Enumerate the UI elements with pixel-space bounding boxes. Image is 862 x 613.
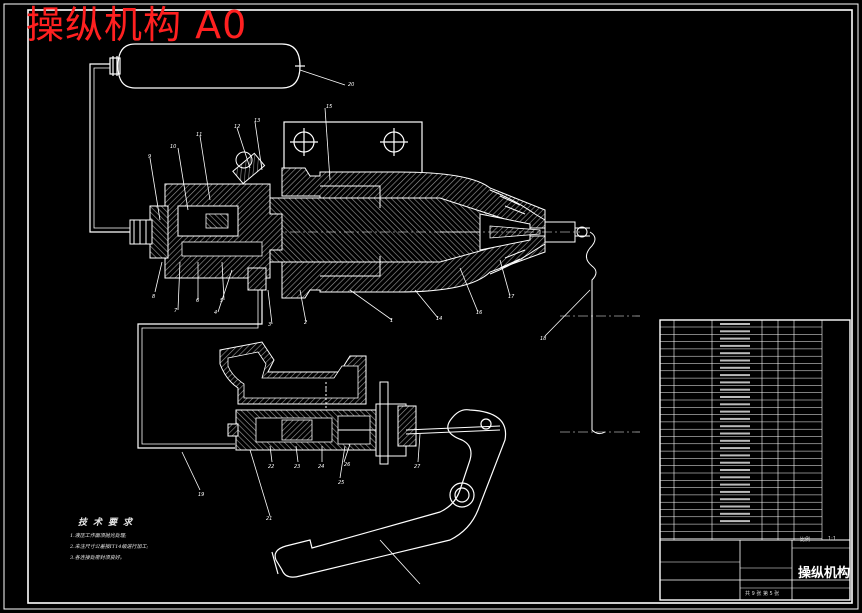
bom-text-glyph	[720, 330, 750, 333]
callout-number: 16	[476, 310, 482, 316]
callout-number: 20	[348, 82, 354, 88]
callout-number: 1	[390, 318, 393, 324]
drawing-title-banner: 操纵机构 A0	[26, 3, 248, 47]
callout-number: 2	[304, 320, 307, 326]
bom-text-glyph	[720, 417, 750, 420]
bom-text-glyph	[720, 512, 750, 515]
callout-number: 25	[338, 480, 344, 486]
scale-label: 比例	[800, 537, 811, 543]
sheet-info: 共 9 张 第 5 张	[745, 591, 780, 597]
callout-number: 24	[318, 464, 324, 470]
bom-text-glyph	[720, 359, 750, 362]
bom-text-glyph	[720, 388, 750, 391]
scale-value: 1:1	[828, 536, 837, 542]
callout-number: 23	[294, 464, 300, 470]
callout-number: 22	[268, 464, 274, 470]
outer-border	[3, 3, 859, 610]
bom-text-glyph	[720, 337, 750, 340]
bom-text-glyph	[720, 469, 750, 471]
bom-text-glyph	[720, 490, 750, 493]
bom-text-glyph	[720, 403, 750, 406]
bom-rows	[660, 326, 822, 539]
air-tank	[109, 43, 305, 89]
callout-number: 6	[196, 298, 199, 304]
bom-text-glyph	[720, 439, 750, 442]
callout-number: 5	[220, 298, 223, 304]
tech-req-heading: 技术要求	[78, 518, 139, 528]
bom-text-glyph	[720, 323, 750, 325]
bom-text-glyph	[720, 344, 750, 347]
inner-border	[27, 9, 853, 604]
callout-number: 27	[414, 464, 421, 470]
callout-number: 10	[170, 144, 176, 150]
bom-text	[720, 323, 750, 523]
bom-text-glyph	[720, 366, 750, 369]
technical-requirements: 技术要求 1.液压工作面须抛光处理; 2.未注尺寸公差按IT14级进行加工; 3…	[70, 515, 148, 561]
air-pipe	[89, 63, 130, 233]
fork-rod	[489, 189, 590, 275]
bom-text-glyph	[720, 352, 750, 355]
callout-number: 7	[174, 308, 178, 314]
tech-req-line-2: 2.未注尺寸公差按IT14级进行加工;	[70, 544, 149, 550]
bom-text-glyph	[720, 425, 750, 428]
callout-number: 3	[268, 322, 271, 328]
callout-number: 8	[152, 294, 155, 300]
callout-number: 12	[234, 124, 240, 130]
drawing-name: 操纵机构	[798, 566, 851, 581]
callout-number: 14	[436, 316, 442, 322]
callout-number: 4	[214, 310, 217, 316]
hydraulic-pipe-inner	[141, 290, 259, 445]
air-pipe-inner	[93, 67, 130, 229]
bom-text-glyph	[720, 447, 750, 450]
booster-section	[128, 167, 580, 299]
callout-number: 17	[508, 294, 515, 300]
bom-text-glyph	[720, 505, 750, 508]
title-block	[659, 319, 851, 601]
callout-number: 15	[326, 104, 332, 110]
bom-text-glyph	[720, 432, 750, 435]
callout-number: 26	[344, 462, 350, 468]
tech-req-line-1: 1.液压工作面须抛光处理;	[70, 533, 127, 539]
bom-text-glyph	[720, 396, 750, 398]
bom-text-glyph	[720, 454, 750, 457]
callout-number: 13	[254, 118, 260, 124]
callout-number: 21	[266, 516, 272, 522]
master-cylinder	[219, 341, 501, 465]
bom-text-glyph	[720, 520, 750, 523]
callout-number: 19	[198, 492, 204, 498]
callout-number: 18	[540, 336, 546, 342]
bom-text-glyph	[720, 374, 750, 377]
callout-number: 9	[148, 154, 151, 160]
callout-leaders	[149, 69, 591, 585]
bom-text-glyph	[720, 461, 750, 464]
bom-text-glyph	[720, 410, 750, 413]
control-valve-body	[129, 151, 283, 291]
clutch-pedal	[271, 409, 507, 578]
hydraulic-pipe	[137, 290, 263, 449]
release-fork	[586, 231, 606, 435]
bom-text-glyph	[720, 476, 750, 479]
callout-number: 11	[196, 132, 202, 138]
tech-req-line-3: 3.各连接处密封须良好。	[70, 555, 125, 561]
bom-text-glyph	[720, 381, 750, 384]
bom-text-glyph	[720, 483, 750, 486]
bom-text-glyph	[720, 498, 750, 501]
